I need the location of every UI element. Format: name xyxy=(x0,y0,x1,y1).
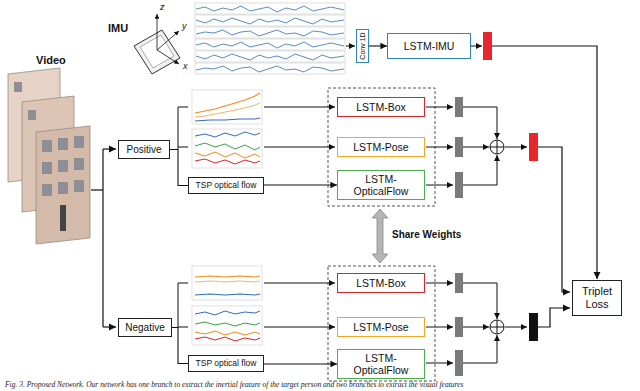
node-text: LSTM-Box xyxy=(356,101,406,113)
node-text: LSTM-Pose xyxy=(353,141,408,153)
loss-box: Triplet Loss xyxy=(572,280,622,316)
node-text: LSTM-OpticalFlow xyxy=(341,352,421,376)
imu-feature xyxy=(483,32,492,60)
sum-symbol xyxy=(490,140,504,334)
node-text: Positive xyxy=(126,144,161,156)
lstm-box: LSTM-OpticalFlow xyxy=(337,170,425,200)
part-label: Video xyxy=(36,54,66,66)
phone-icon xyxy=(134,14,180,74)
flow-box: TSP optical flow xyxy=(188,355,264,372)
node-text: Negative xyxy=(125,322,164,334)
video-frames xyxy=(8,68,90,244)
lstm-box: LSTM-Box xyxy=(337,273,425,293)
pose-chart xyxy=(192,306,262,345)
part-label: IMU xyxy=(108,22,128,34)
note-label: Share Weights xyxy=(392,229,461,240)
axis-label: z xyxy=(160,3,165,13)
share-arrow xyxy=(372,209,388,263)
node-text: LSTM-IMU xyxy=(404,40,455,52)
connector xyxy=(264,363,337,364)
lstm-box: LSTM-OpticalFlow xyxy=(337,349,425,379)
lstm-box: LSTM-Pose xyxy=(337,317,425,337)
lstm-box: LSTM-IMU xyxy=(387,33,471,59)
node-text: LSTM-Pose xyxy=(353,321,408,333)
figure-caption: Fig. 3. Proposed Network. Our network ha… xyxy=(5,381,463,389)
connector xyxy=(170,150,188,186)
lstm-box: LSTM-Box xyxy=(337,97,425,117)
pose-chart xyxy=(192,129,262,168)
lstm-box: LSTM-Pose xyxy=(337,137,425,157)
axis-label: x xyxy=(183,62,188,72)
conv-box: Conv 1D xyxy=(356,29,369,63)
node-text: LSTM-Box xyxy=(356,277,406,289)
node-text: TSP optical flow xyxy=(196,181,257,191)
sample-box: Positive xyxy=(118,140,170,159)
node-text: TSP optical flow xyxy=(196,359,257,369)
flow-box: TSP optical flow xyxy=(188,177,264,194)
node-text: Conv 1D xyxy=(358,32,366,59)
connector xyxy=(172,328,188,364)
connector xyxy=(369,45,387,46)
connector xyxy=(264,184,337,185)
node-text: LSTM-OpticalFlow xyxy=(341,173,421,197)
axis-label: y xyxy=(182,22,187,32)
box-chart xyxy=(192,90,262,124)
box-chart xyxy=(192,266,262,300)
imu-plot xyxy=(195,3,345,74)
node-text: Triplet Loss xyxy=(576,285,618,310)
sample-box: Negative xyxy=(118,318,172,337)
